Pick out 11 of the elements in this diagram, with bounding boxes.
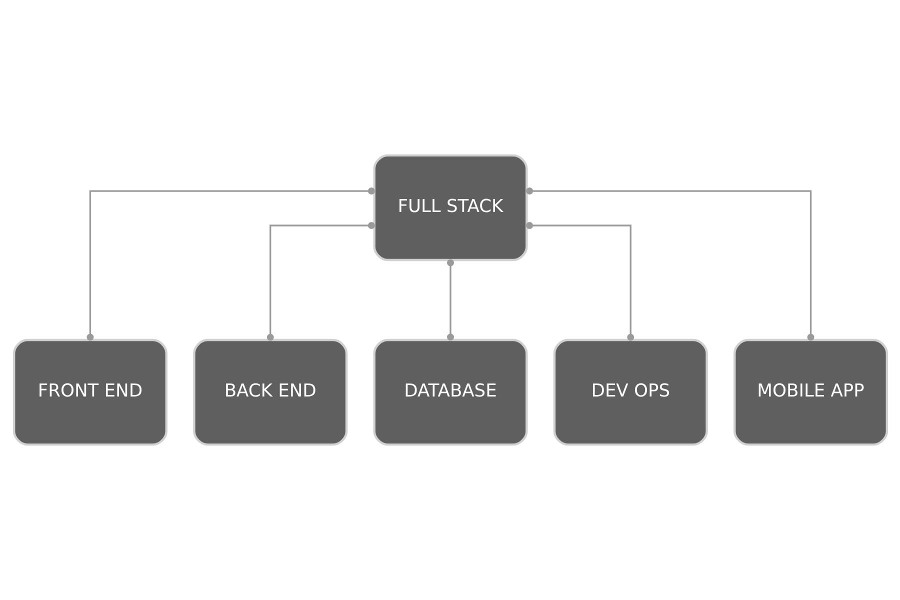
- node-box: FRONT END: [12, 338, 168, 446]
- connector: [266, 222, 374, 341]
- connector: [86, 188, 374, 341]
- connector: [526, 222, 634, 341]
- node-box: DATABASE: [372, 338, 528, 446]
- node-box: FULL STACK: [372, 154, 528, 262]
- connector: [446, 259, 454, 341]
- node-box: BACK END: [192, 338, 348, 446]
- node-box: MOBILE APP: [732, 338, 888, 446]
- connector: [526, 188, 814, 341]
- node-box: DEV OPS: [552, 338, 708, 446]
